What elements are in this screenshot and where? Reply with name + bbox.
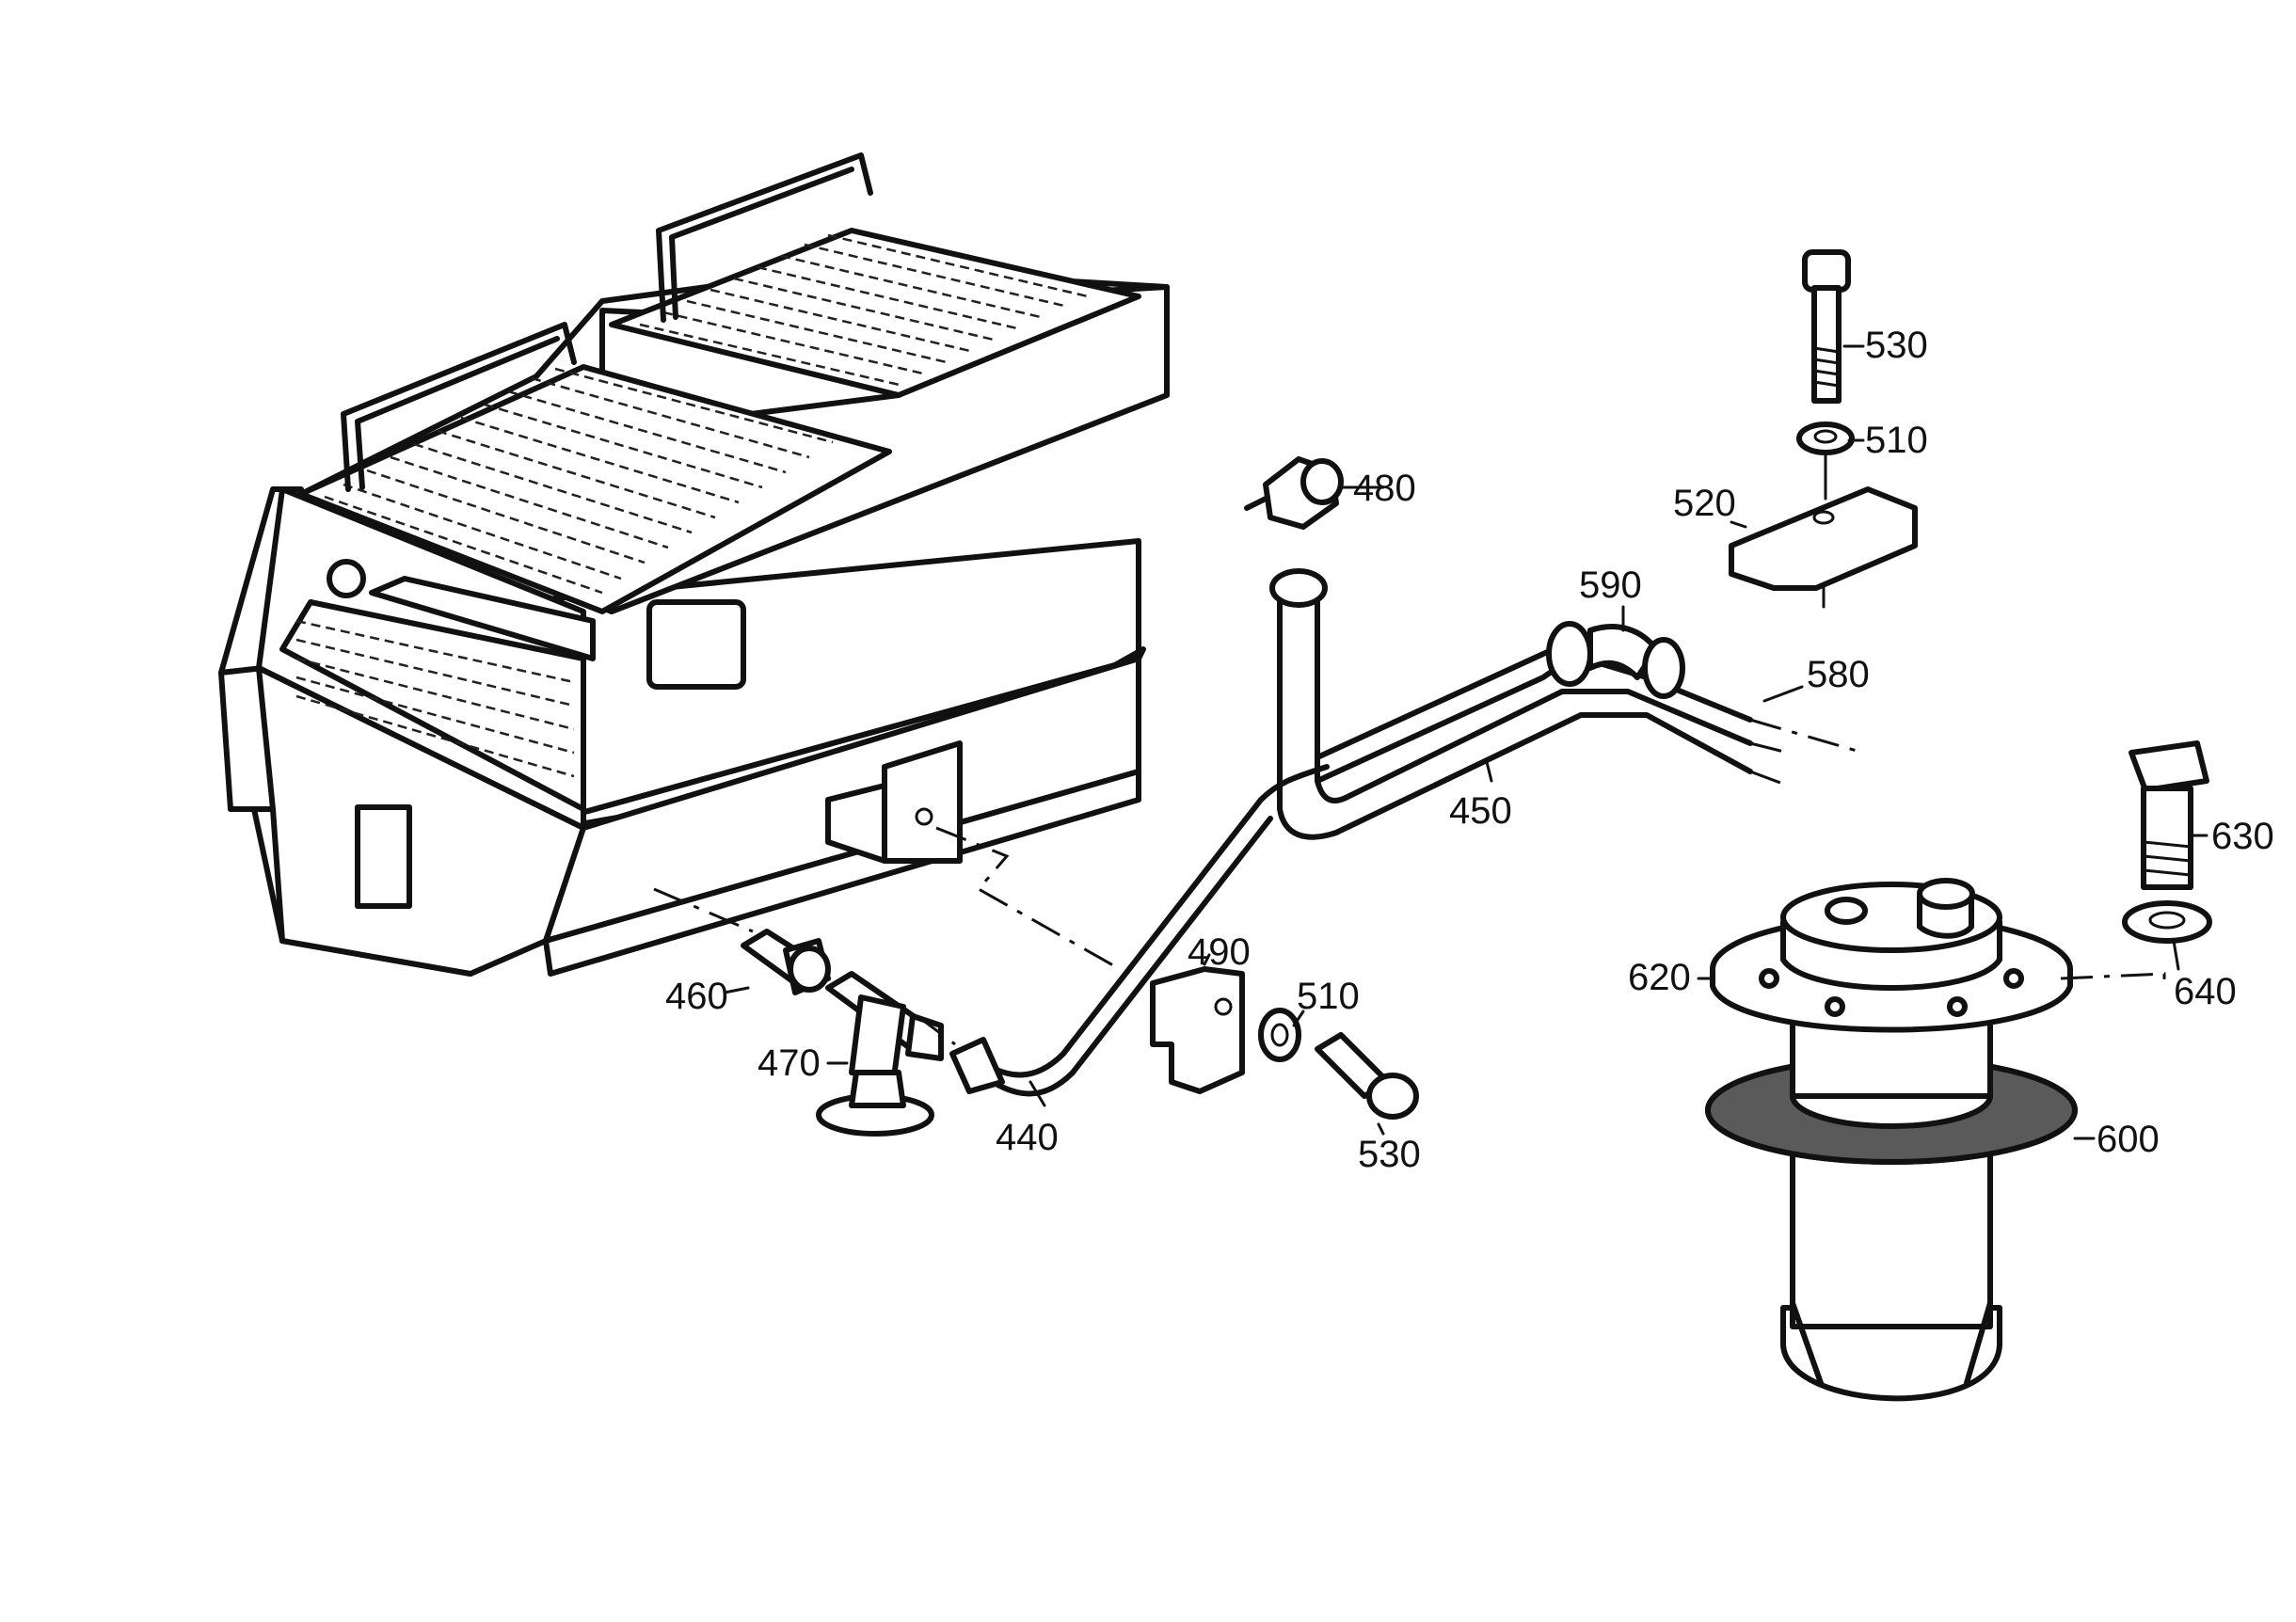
washer-510-upper [1796, 421, 1855, 501]
cap-icon [327, 559, 366, 598]
washer-510-lower [1258, 1008, 1301, 1062]
callout-620: 620 [1628, 957, 1691, 998]
callout-530-upper: 530 [1865, 325, 1928, 366]
callout-450: 450 [1449, 790, 1512, 832]
mounting-bracket [882, 740, 963, 864]
callout-490: 490 [1188, 931, 1251, 973]
callout-530-lower: 530 [1358, 1134, 1421, 1175]
battery-cells-left [324, 367, 834, 595]
washer-640 [2122, 900, 2212, 944]
indicator-block [355, 804, 412, 909]
leader-lines [723, 344, 2208, 1140]
callout-510-lower: 510 [1297, 976, 1360, 1017]
callout-470: 470 [757, 1042, 821, 1084]
clamp-490 [1150, 966, 1245, 1094]
callout-460: 460 [665, 976, 728, 1017]
callout-590: 590 [1579, 565, 1642, 606]
bolt-530-lower [1315, 1032, 1419, 1120]
callout-580: 580 [1807, 654, 1870, 695]
callout-630: 630 [2211, 816, 2274, 857]
side-connector-box [646, 599, 746, 690]
callout-640: 640 [2174, 971, 2237, 1012]
filter-housing [1705, 878, 2166, 1402]
left-handle [341, 322, 577, 492]
callout-480: 480 [1353, 468, 1416, 509]
pipe-440 [949, 764, 1330, 1097]
right-handle [656, 152, 873, 323]
bolt-630 [2129, 740, 2209, 890]
bolt-530-upper [1802, 249, 1851, 404]
battery-box-assembly [218, 152, 1170, 977]
elbow-590 [1546, 621, 1685, 699]
callout-520: 520 [1673, 483, 1736, 524]
callout-600: 600 [2097, 1119, 2160, 1160]
clamp-520 [1729, 486, 1918, 609]
fitting-480 [1244, 456, 1344, 530]
connector-460 [741, 929, 831, 995]
callout-440: 440 [996, 1117, 1059, 1158]
callout-510-upper: 510 [1865, 420, 1928, 461]
valve-470 [816, 971, 956, 1137]
